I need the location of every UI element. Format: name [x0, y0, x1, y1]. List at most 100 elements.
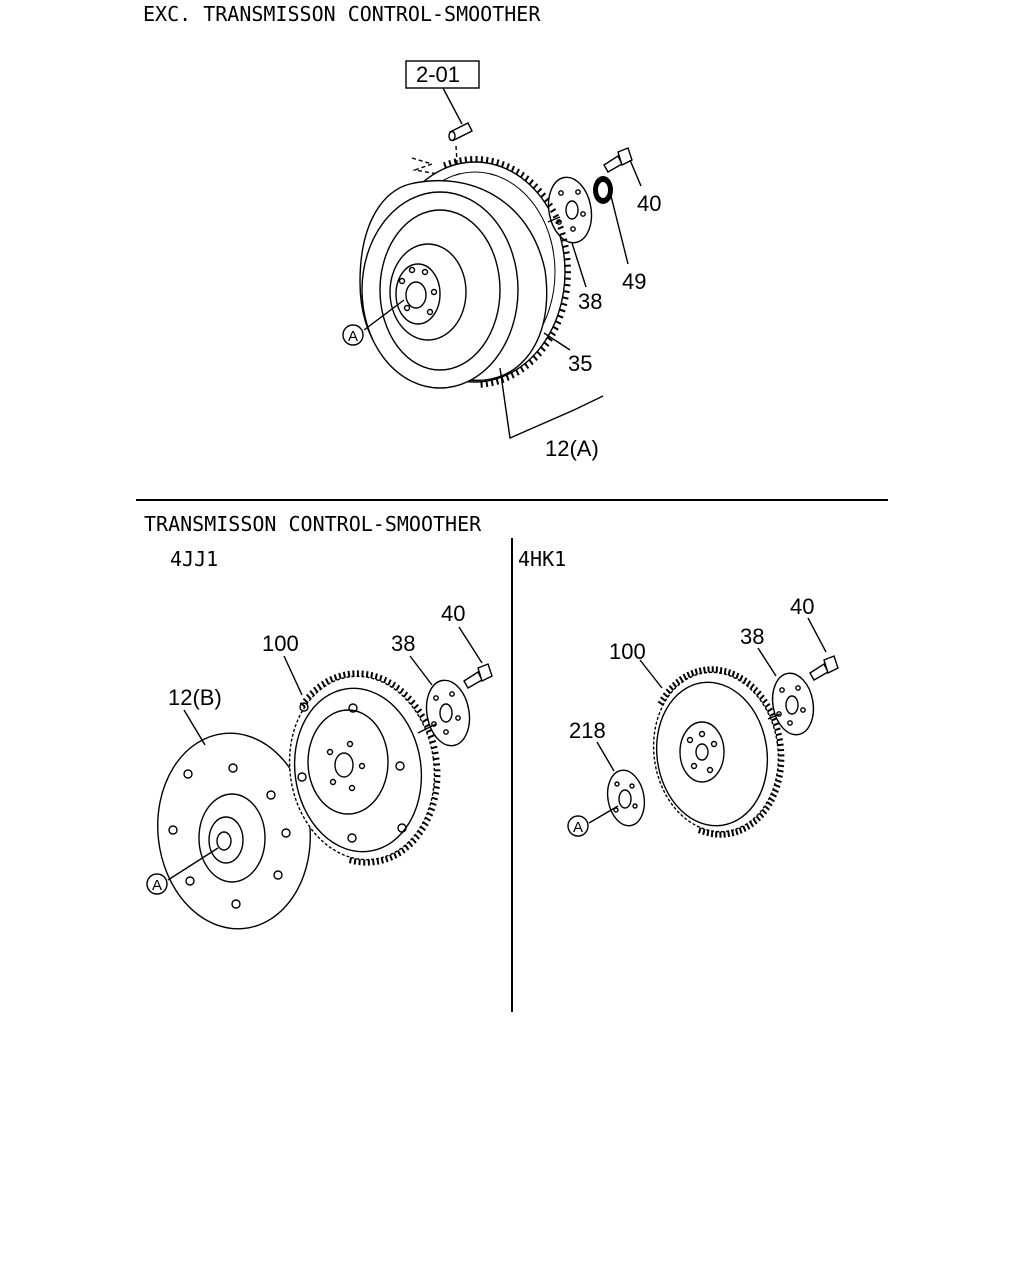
- gear-tooth: [515, 369, 520, 376]
- gear-tooth: [430, 801, 437, 806]
- gear-tooth: [302, 697, 309, 704]
- gear-tooth: [731, 830, 735, 837]
- gear-tooth: [428, 734, 435, 739]
- torque-converter-body: [359, 180, 548, 389]
- gear-tooth: [739, 674, 744, 682]
- gear-tooth: [532, 183, 539, 190]
- gear-tooth: [338, 672, 342, 680]
- gear-tooth: [703, 666, 706, 673]
- gear-tooth: [559, 308, 566, 313]
- gear-tooth: [399, 687, 405, 695]
- left-callout-40: 40: [441, 601, 465, 626]
- gear-tooth: [485, 156, 489, 164]
- ref-box-label: 2-01: [416, 62, 460, 87]
- gear-tooth: [561, 238, 568, 242]
- gear-tooth: [532, 355, 538, 362]
- gear-tooth: [702, 828, 706, 836]
- gear-tooth: [557, 225, 564, 230]
- gear-tooth: [409, 699, 416, 706]
- gear-tooth: [758, 812, 765, 819]
- gear-tooth: [528, 179, 534, 186]
- gear-tooth: [761, 808, 768, 815]
- gear-tooth: [416, 708, 423, 714]
- gear-tooth: [378, 674, 383, 682]
- gear-tooth: [395, 684, 401, 691]
- gear-tooth: [756, 690, 762, 697]
- gear-tooth: [490, 157, 495, 165]
- gear-tooth: [694, 668, 699, 675]
- gear-tooth: [524, 362, 530, 369]
- gear-tooth: [771, 717, 778, 722]
- gear-tooth: [459, 157, 462, 164]
- gear-tooth: [443, 161, 447, 169]
- variant-label-4jj1: 4JJ1: [170, 547, 218, 571]
- flex-plate: [157, 732, 311, 930]
- gear-tooth: [372, 859, 375, 866]
- gear-tooth: [764, 702, 771, 709]
- gear-tooth: [662, 692, 669, 698]
- gear-tooth: [505, 163, 510, 170]
- top-callout-38: 38: [578, 289, 602, 314]
- gear-tooth: [419, 713, 426, 719]
- gear-tooth: [735, 672, 740, 679]
- gear-tooth: [759, 694, 765, 701]
- gear-tooth: [686, 671, 691, 678]
- gear-tooth: [742, 677, 748, 684]
- gear-tooth: [309, 690, 315, 697]
- gear-tooth: [432, 751, 439, 755]
- gear-tooth: [562, 296, 569, 300]
- gear-tooth: [555, 320, 562, 325]
- gear-tooth: [431, 745, 438, 750]
- gear-tooth: [723, 831, 726, 838]
- left-marker-a: [146, 873, 168, 895]
- gear-tooth: [393, 852, 398, 859]
- gear-tooth: [500, 376, 505, 384]
- gear-tooth: [668, 684, 675, 691]
- gear-tooth: [365, 671, 369, 678]
- bottom-section-title: TRANSMISSON CONTROL-SMOOTHER: [144, 512, 482, 536]
- gear-tooth: [552, 213, 559, 219]
- gear-tooth: [549, 208, 557, 214]
- gear-tooth: [448, 160, 452, 167]
- gear-tooth: [384, 856, 389, 863]
- gear-tooth: [775, 732, 782, 737]
- gear-tooth: [524, 175, 530, 182]
- gear-tooth: [528, 359, 534, 366]
- gear-tooth: [766, 707, 774, 713]
- gear-tooth: [414, 834, 421, 840]
- top-bolt: [603, 147, 633, 173]
- gear-tooth: [746, 680, 752, 687]
- gear-tooth: [424, 723, 431, 729]
- gear-tooth: [329, 676, 334, 683]
- gear-tooth: [433, 785, 440, 789]
- left-callout-12b: 12(B): [168, 685, 222, 710]
- gear-tooth: [690, 669, 695, 677]
- gear-tooth: [305, 693, 312, 700]
- gear-tooth: [380, 857, 384, 864]
- top-marker-a-label: A: [348, 328, 358, 345]
- gear-tooth: [495, 378, 500, 385]
- gear-tooth: [752, 818, 758, 825]
- gear-tooth: [768, 797, 775, 803]
- gear-tooth: [429, 739, 437, 744]
- gear-tooth: [299, 702, 306, 708]
- gear-tooth: [778, 759, 785, 762]
- gear-tooth: [657, 700, 664, 706]
- gear-tooth: [547, 202, 553, 208]
- gear-tooth: [549, 331, 556, 337]
- gear-tooth: [749, 821, 755, 828]
- gear-tooth: [563, 290, 570, 294]
- gear-tooth: [560, 302, 568, 307]
- gear-tooth: [540, 192, 547, 198]
- gear-tooth: [485, 380, 489, 388]
- gear-tooth: [706, 830, 710, 837]
- gear-tooth: [752, 686, 759, 693]
- gear-tooth: [697, 827, 702, 834]
- gear-tooth: [417, 830, 424, 836]
- gear-tooth: [745, 823, 751, 830]
- gear-tooth: [774, 727, 781, 732]
- gear-tooth: [766, 801, 773, 807]
- gear-tooth: [374, 673, 378, 680]
- gear-tooth: [400, 847, 406, 854]
- variant-label-4hk1: 4HK1: [518, 547, 566, 571]
